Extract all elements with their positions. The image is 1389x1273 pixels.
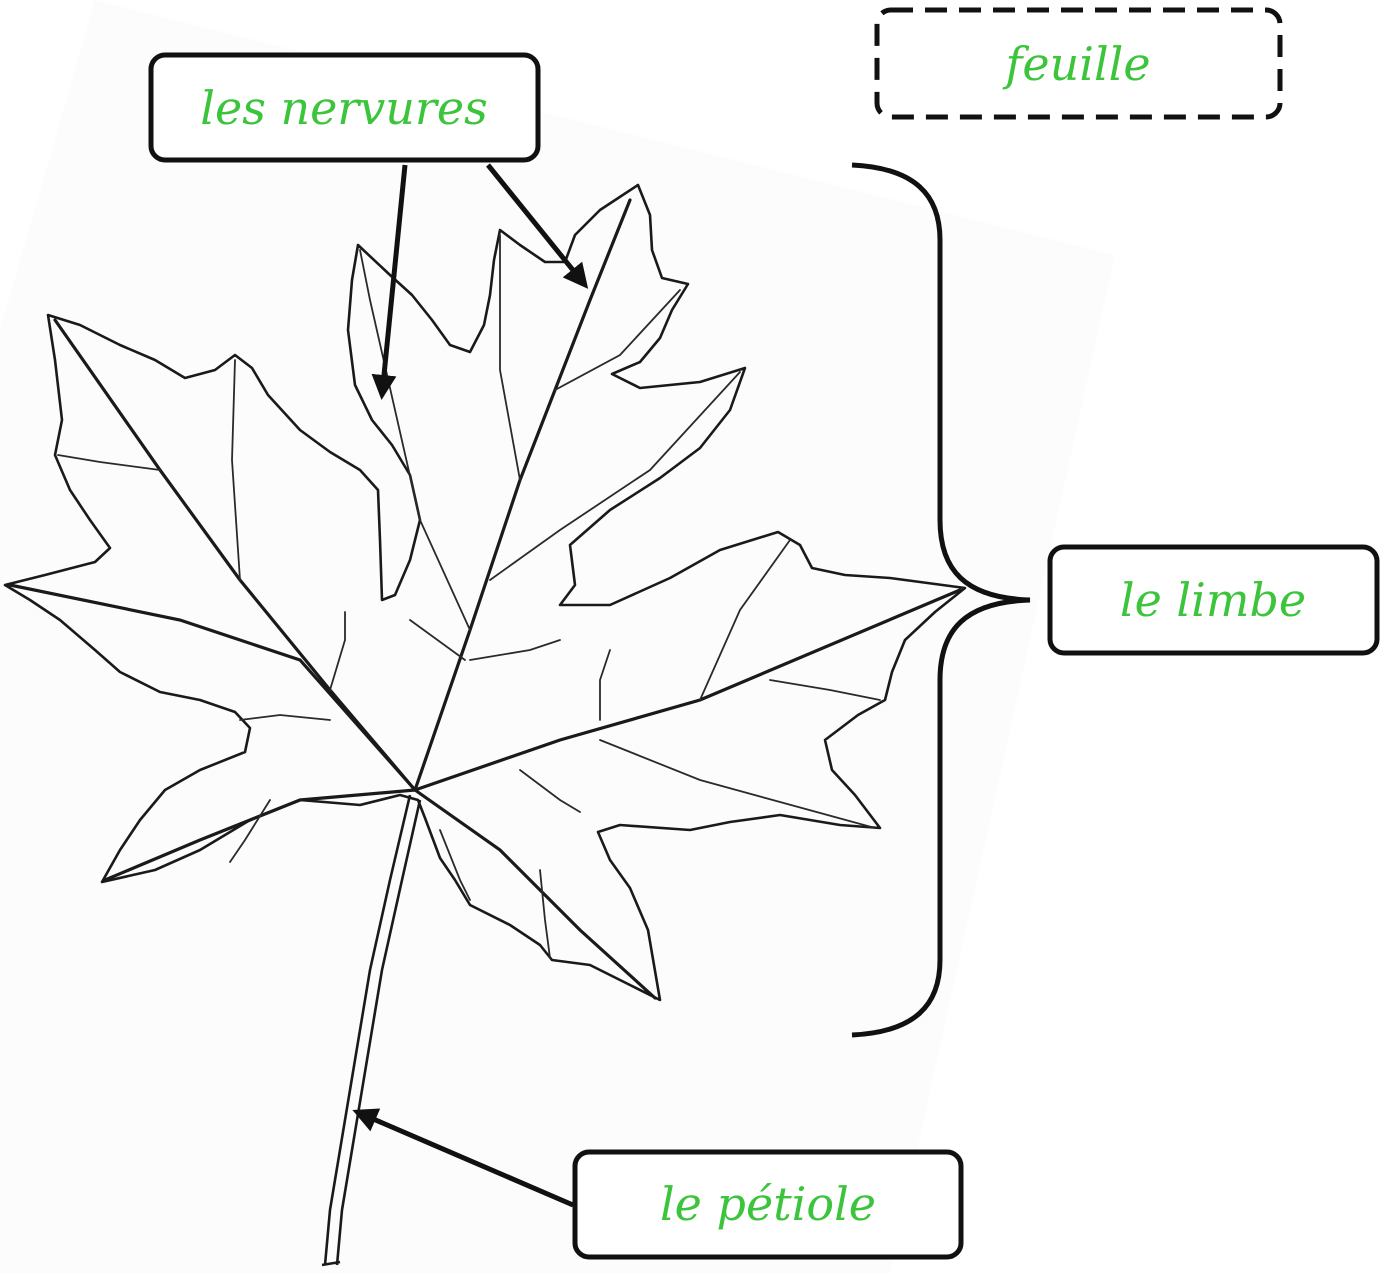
secondary-vein [539, 869, 551, 959]
petiole-stem-edge [335, 799, 422, 1266]
far-left-main-vein [8, 583, 417, 792]
secondary-vein [439, 829, 471, 901]
limbe-brace [851, 162, 1031, 1038]
label-petiole: le pétiole [572, 1149, 964, 1260]
lower-left-vein [103, 788, 417, 882]
secondary-vein [409, 619, 466, 661]
secondary-vein [469, 639, 561, 661]
arrow-petiole [352, 1108, 574, 1208]
secondary-vein [57, 454, 161, 471]
label-limbe-text: le limbe [1120, 573, 1306, 627]
petiole-stem [323, 794, 412, 1266]
secondary-vein [359, 249, 471, 631]
label-petiole-box [572, 1149, 964, 1260]
label-nervures-box [148, 52, 541, 163]
label-limbe: le limbe [1047, 544, 1380, 656]
label-nervures-text: les nervures [200, 81, 487, 135]
right-main-vein [413, 588, 962, 792]
arrow-nervures-left [371, 164, 408, 400]
secondary-vein [239, 714, 331, 721]
secondary-vein [554, 289, 681, 391]
secondary-vein [229, 799, 271, 863]
secondary-vein [519, 769, 581, 813]
lower-right-vein [413, 788, 657, 1000]
paper-background [0, 0, 1115, 1273]
maple-leaf [3, 183, 967, 1267]
secondary-vein [599, 649, 611, 721]
label-nervures: les nervures [148, 52, 541, 163]
secondary-vein [599, 739, 876, 829]
secondary-vein [769, 679, 881, 701]
title-frame: feuille [874, 7, 1283, 120]
label-petiole-text: le pétiole [660, 1177, 876, 1231]
secondary-vein [231, 359, 241, 581]
arrow-nervures-right [486, 163, 589, 289]
secondary-vein [329, 611, 346, 691]
title-box [874, 7, 1283, 120]
label-limbe-box [1047, 544, 1380, 656]
petiole-base [321, 1260, 341, 1267]
secondary-vein [499, 234, 521, 481]
title-text: feuille [1002, 37, 1150, 91]
secondary-vein [699, 539, 791, 701]
secondary-vein [489, 371, 741, 581]
